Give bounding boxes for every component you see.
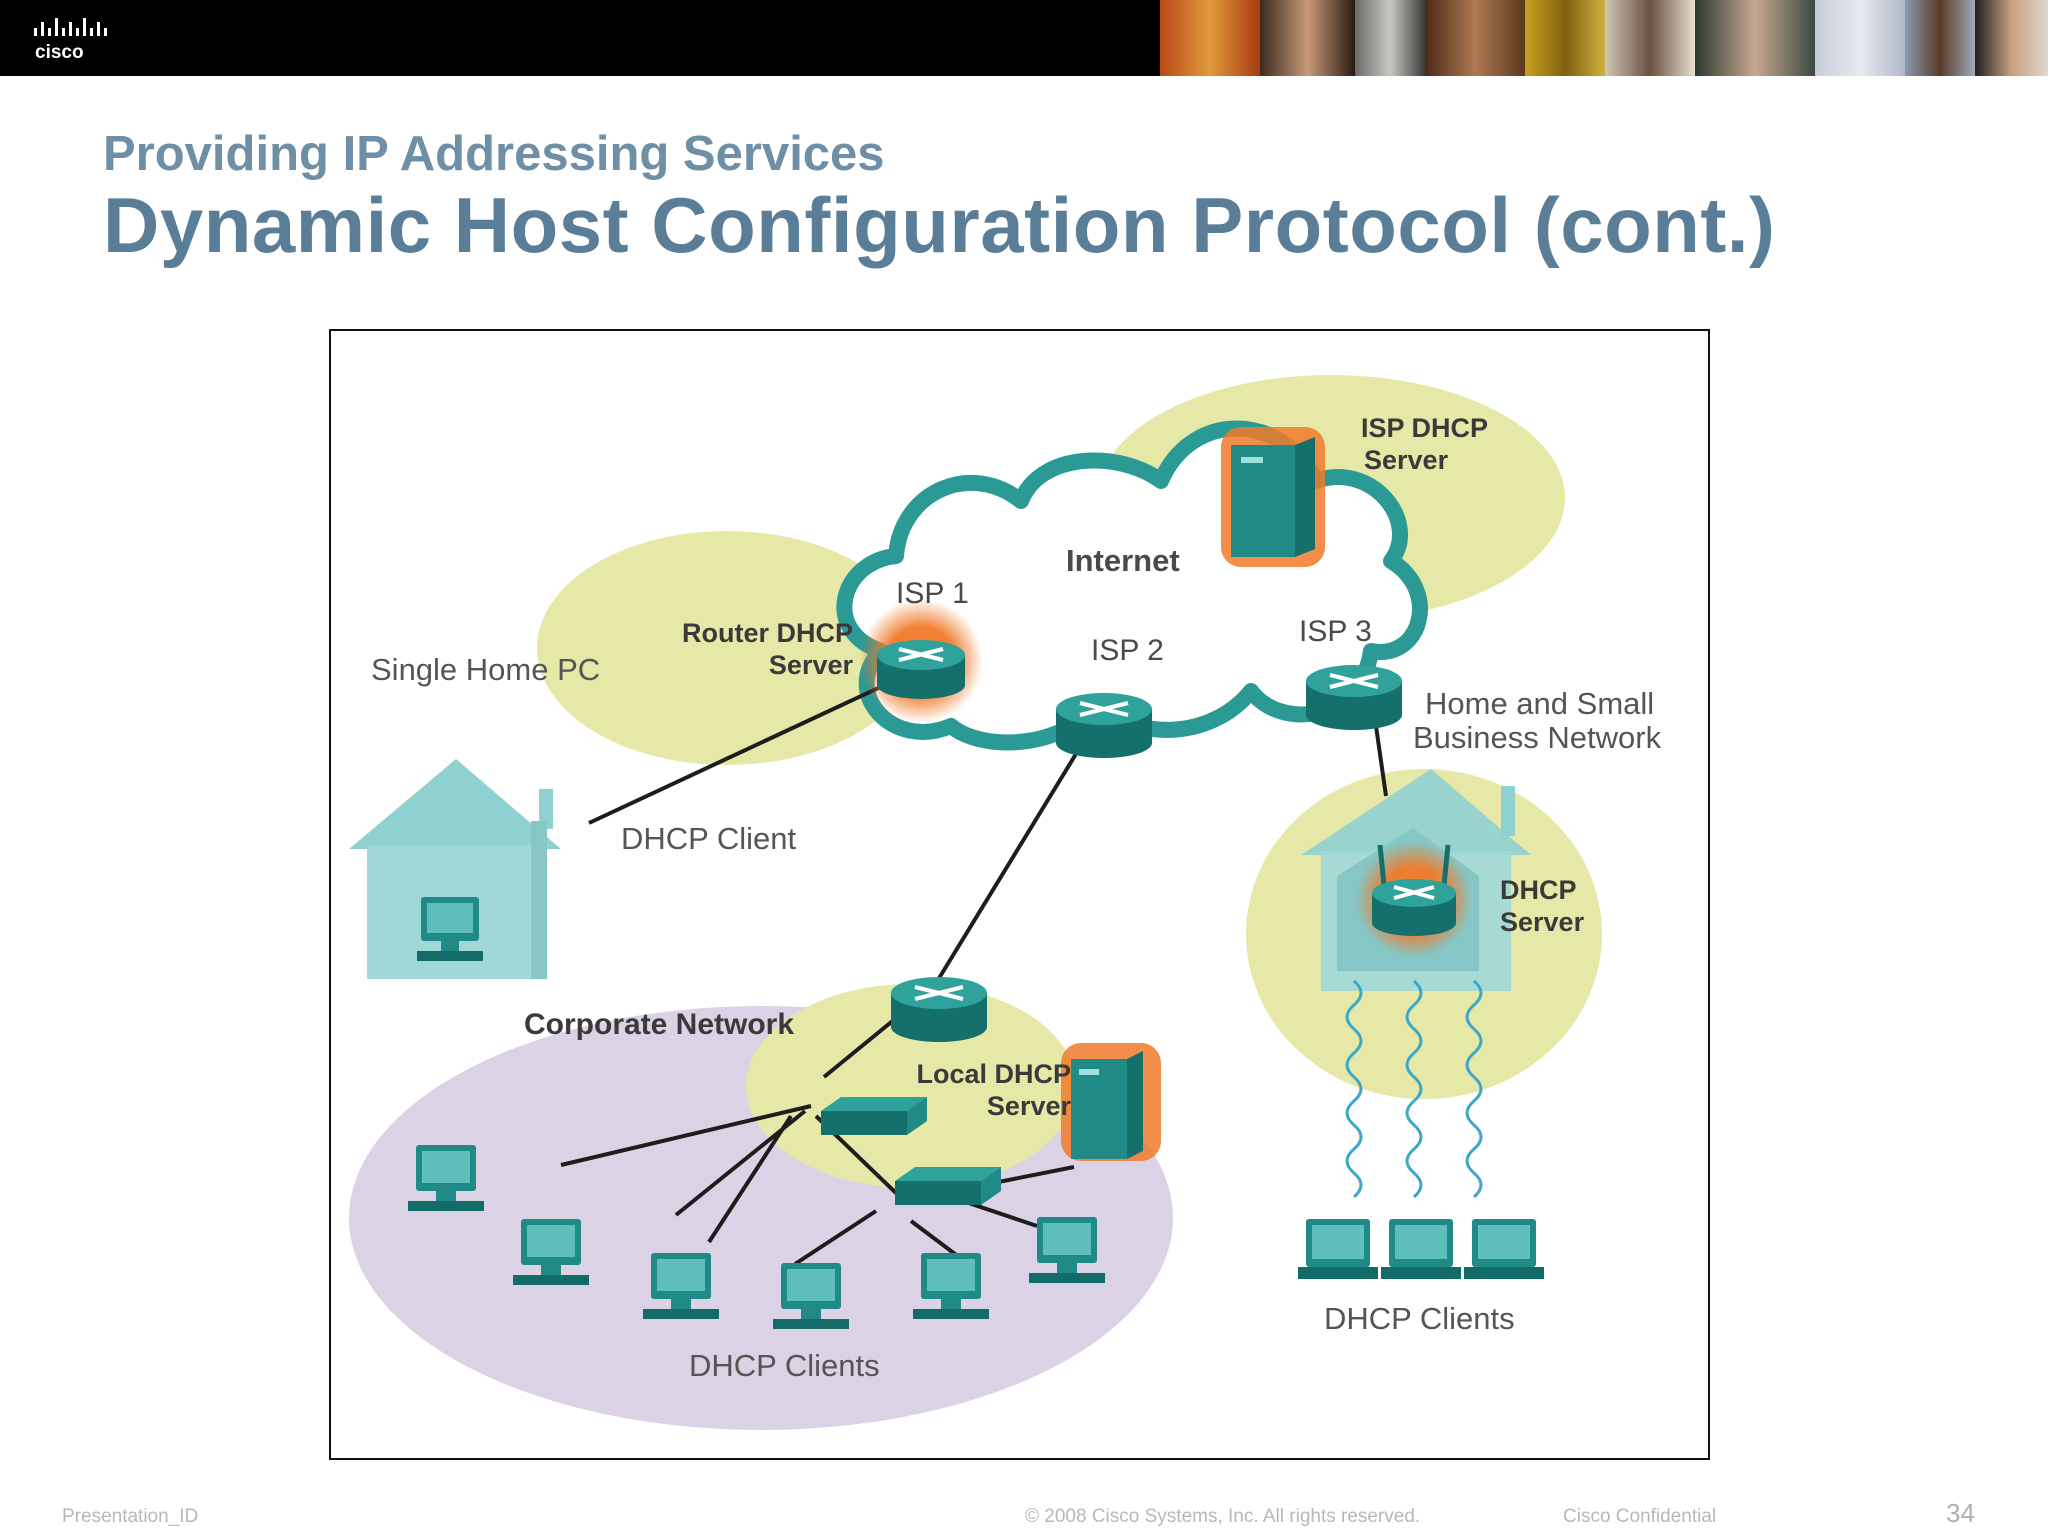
isp-dhcp-server-icon [1231,437,1315,557]
svg-text:cisco: cisco [35,42,84,63]
isp-dhcp-label-line2: Server [1364,445,1449,475]
corporate-client-pc-icon [913,1253,989,1319]
corporate-client-pc-icon [513,1219,589,1285]
corporate-clients-label: DHCP Clients [689,1348,880,1383]
confidential-label: Cisco Confidential [1563,1506,1717,1527]
router-dhcp-label-line2: Server [769,650,854,680]
router-dhcp-zone [537,531,917,765]
isp2-router-icon [1056,693,1152,758]
home-dhcp-router-icon [1372,844,1456,936]
diagram-frame: Internet ISP 1 ISP 2 ISP 3 ISP DHCP Serv… [329,329,1710,1460]
wireless-links [1345,979,1483,1199]
photo-strip [1160,0,2048,76]
home-client-pc-icon [1298,1219,1378,1279]
home-small-label-line2: Business Network [1413,720,1662,755]
router-dhcp-label-line1: Router DHCP [682,618,853,648]
home-clients-label: DHCP Clients [1324,1301,1515,1336]
isp1-router-icon [877,640,965,699]
isp3-router-icon [1306,665,1402,730]
presentation-id: Presentation_ID [62,1506,199,1527]
home-house-icon [349,759,561,979]
switch-icon [821,1097,927,1135]
isp2-label: ISP 2 [1091,634,1164,667]
home-small-label-line1: Home and Small [1425,686,1654,721]
corporate-client-pc-icon [643,1253,719,1319]
slide-subtitle: Providing IP Addressing Services [103,127,885,181]
corporate-client-pc-icon [408,1145,484,1211]
corporate-router-icon [891,977,987,1042]
corporate-client-pc-icon [773,1263,849,1329]
local-dhcp-server-icon [1071,1051,1143,1159]
local-dhcp-zone [746,984,1076,1188]
links [560,667,1388,1266]
network-diagram: Internet ISP 1 ISP 2 ISP 3 ISP DHCP Serv… [349,375,1662,1430]
top-bar: cisco [0,0,2048,76]
home-dhcp-label-line2: Server [1500,907,1585,937]
home-client-pc-icon [1464,1219,1544,1279]
isp1-label: ISP 1 [896,577,969,610]
corporate-client-pc-icon [1029,1217,1105,1283]
home-dhcp-label-line1: DHCP [1500,875,1577,905]
home-client-pc-icon [1381,1219,1461,1279]
dhcp-client-label: DHCP Client [621,821,797,856]
local-dhcp-label-line1: Local DHCP [916,1059,1071,1089]
page-number: 34 [1946,1498,1975,1528]
switch-icon [895,1167,1001,1205]
slide-title: Dynamic Host Configuration Protocol (con… [103,181,1776,269]
local-dhcp-label-line2: Server [987,1091,1072,1121]
cisco-logo: cisco [34,18,107,63]
home-pc-icon [417,897,483,961]
corporate-network-label: Corporate Network [524,1008,794,1041]
isp3-label: ISP 3 [1299,615,1372,648]
copyright: © 2008 Cisco Systems, Inc. All rights re… [1025,1506,1421,1527]
internet-label: Internet [1066,543,1180,578]
isp-dhcp-label-line1: ISP DHCP [1361,413,1488,443]
single-home-pc-label: Single Home PC [371,652,600,687]
